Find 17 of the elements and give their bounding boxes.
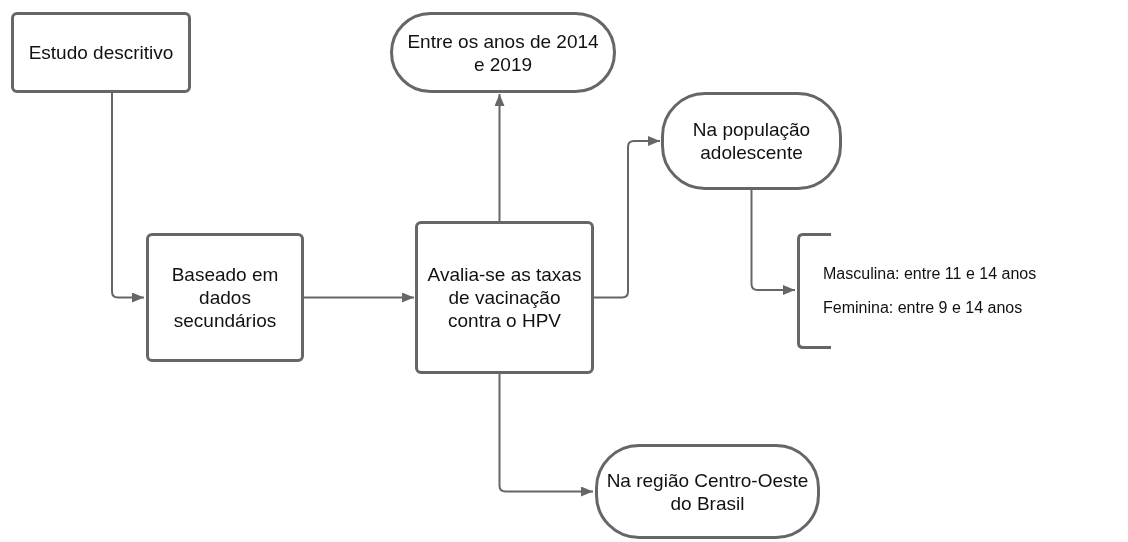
arrow [303, 292, 415, 303]
list-item-text: Masculina: entre 11 e 14 anos [823, 264, 1038, 284]
node-text: Na região Centro-Oeste do Brasil [606, 468, 809, 515]
node-text: Entre os anos de 2014 e 2019 [406, 29, 600, 76]
arrow [498, 373, 594, 497]
arrow [111, 92, 145, 303]
node-text: Avalia-se as taxas de vacinação contra o HPV [426, 263, 583, 332]
node-text: Baseado em dados secundários [170, 263, 280, 332]
arrow [494, 93, 505, 222]
arrow [750, 189, 796, 295]
node-text: Na população adolescente [691, 118, 812, 164]
node-text: Estudo descritivo [28, 41, 174, 64]
list-item-text: Feminina: entre 9 e 14 anos [823, 298, 1024, 318]
process-box [415, 221, 594, 374]
process-box [11, 12, 191, 93]
arrow [593, 136, 661, 299]
process-box [146, 233, 304, 362]
